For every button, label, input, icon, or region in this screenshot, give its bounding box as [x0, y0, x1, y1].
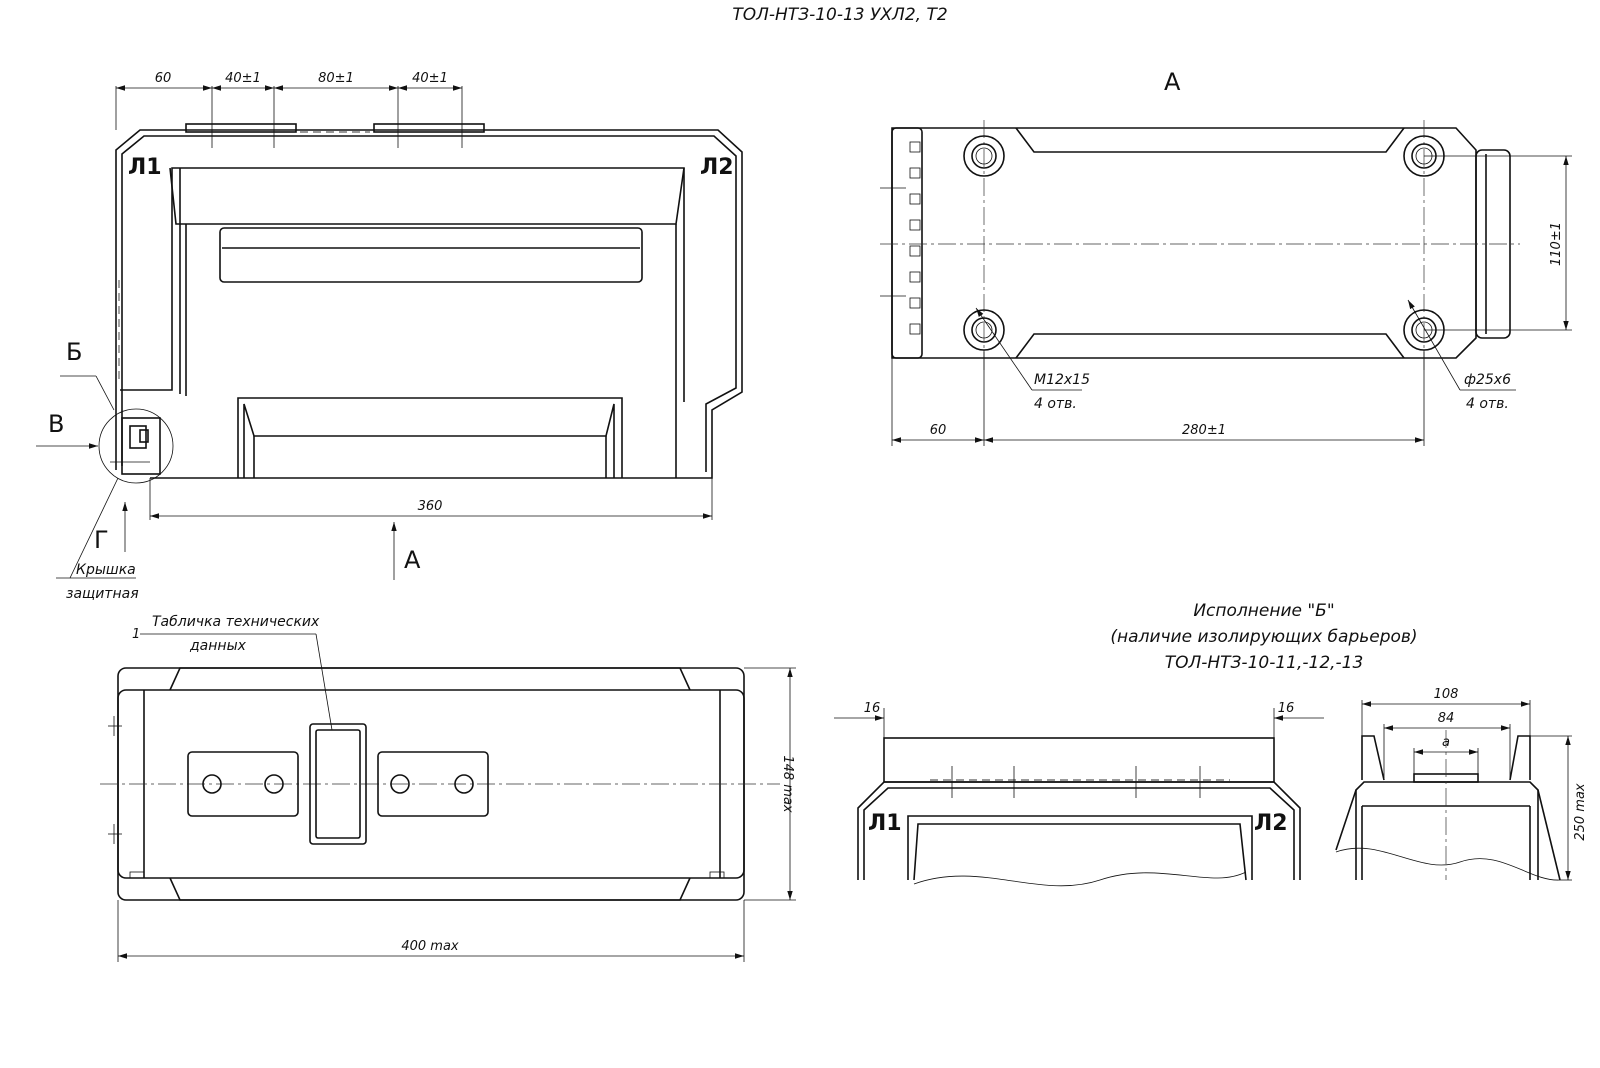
- nameplate: [309, 723, 367, 845]
- view-g-label: Г: [94, 526, 109, 554]
- dim-16-right: 16: [1278, 701, 1295, 716]
- dim-400: 400 max: [401, 939, 459, 954]
- top-view: 1 Табличка технических данных 1: [100, 614, 796, 962]
- dim-360: 360: [418, 499, 443, 514]
- view-a-arrow-label: А: [404, 546, 421, 574]
- terminal-strip: [880, 141, 921, 335]
- plate-number: 1: [132, 627, 140, 642]
- hole-dia-qty: 4 отв.: [1466, 396, 1509, 412]
- terminal-l1-variant: Л1: [868, 811, 902, 836]
- dim-60-bottom: 60: [930, 423, 947, 438]
- cover-label-1: Крышка: [76, 562, 136, 578]
- cover-label-2: защитная: [66, 586, 139, 602]
- variant-title-1: Исполнение "Б": [1193, 601, 1334, 621]
- mount-hole-tl: [963, 135, 1005, 177]
- variant-title-2: (наличие изолирующих барьеров): [1110, 627, 1417, 647]
- dim-108: 108: [1434, 687, 1459, 702]
- dim-148: 148 max: [780, 755, 795, 813]
- plate-label-1: Табличка технических: [152, 614, 320, 630]
- dim-80: 80±1: [318, 71, 354, 86]
- dim-40-left: 40±1: [225, 71, 261, 86]
- terminal-l1-front: Л1: [128, 155, 162, 180]
- dim-280: 280±1: [1182, 423, 1226, 438]
- dim-110: 110±1: [1549, 222, 1564, 266]
- view-b-label: Б: [66, 338, 82, 366]
- dim-16-left: 16: [864, 701, 881, 716]
- dim-a: а: [1442, 735, 1450, 750]
- dim-60-top: 60: [155, 71, 172, 86]
- variant-title-3: ТОЛ-НТЗ-10-11,-12,-13: [1165, 653, 1364, 673]
- dim-250: 250 max: [1573, 783, 1588, 841]
- bottom-view-a: А: [880, 68, 1572, 446]
- dim-40-right: 40±1: [412, 71, 448, 86]
- view-v-label: В: [48, 410, 64, 438]
- drawing-title: ТОЛ-НТЗ-10-13 УХЛ2, Т2: [732, 5, 947, 25]
- plate-label-2: данных: [189, 638, 247, 654]
- front-view: 60 40±1 80±1 40±1 Л1 Л2: [36, 71, 743, 602]
- variant-b: Исполнение "Б" (наличие изолирующих барь…: [834, 601, 1588, 887]
- hole-dia: ф25х6: [1464, 372, 1511, 388]
- terminal-l2-variant: Л2: [1254, 811, 1288, 836]
- terminal-l2-front: Л2: [700, 155, 734, 180]
- dim-84: 84: [1438, 711, 1455, 726]
- hole-thread: М12х15: [1034, 372, 1090, 388]
- hole-thread-qty: 4 отв.: [1034, 396, 1077, 412]
- view-a-title: А: [1164, 68, 1181, 96]
